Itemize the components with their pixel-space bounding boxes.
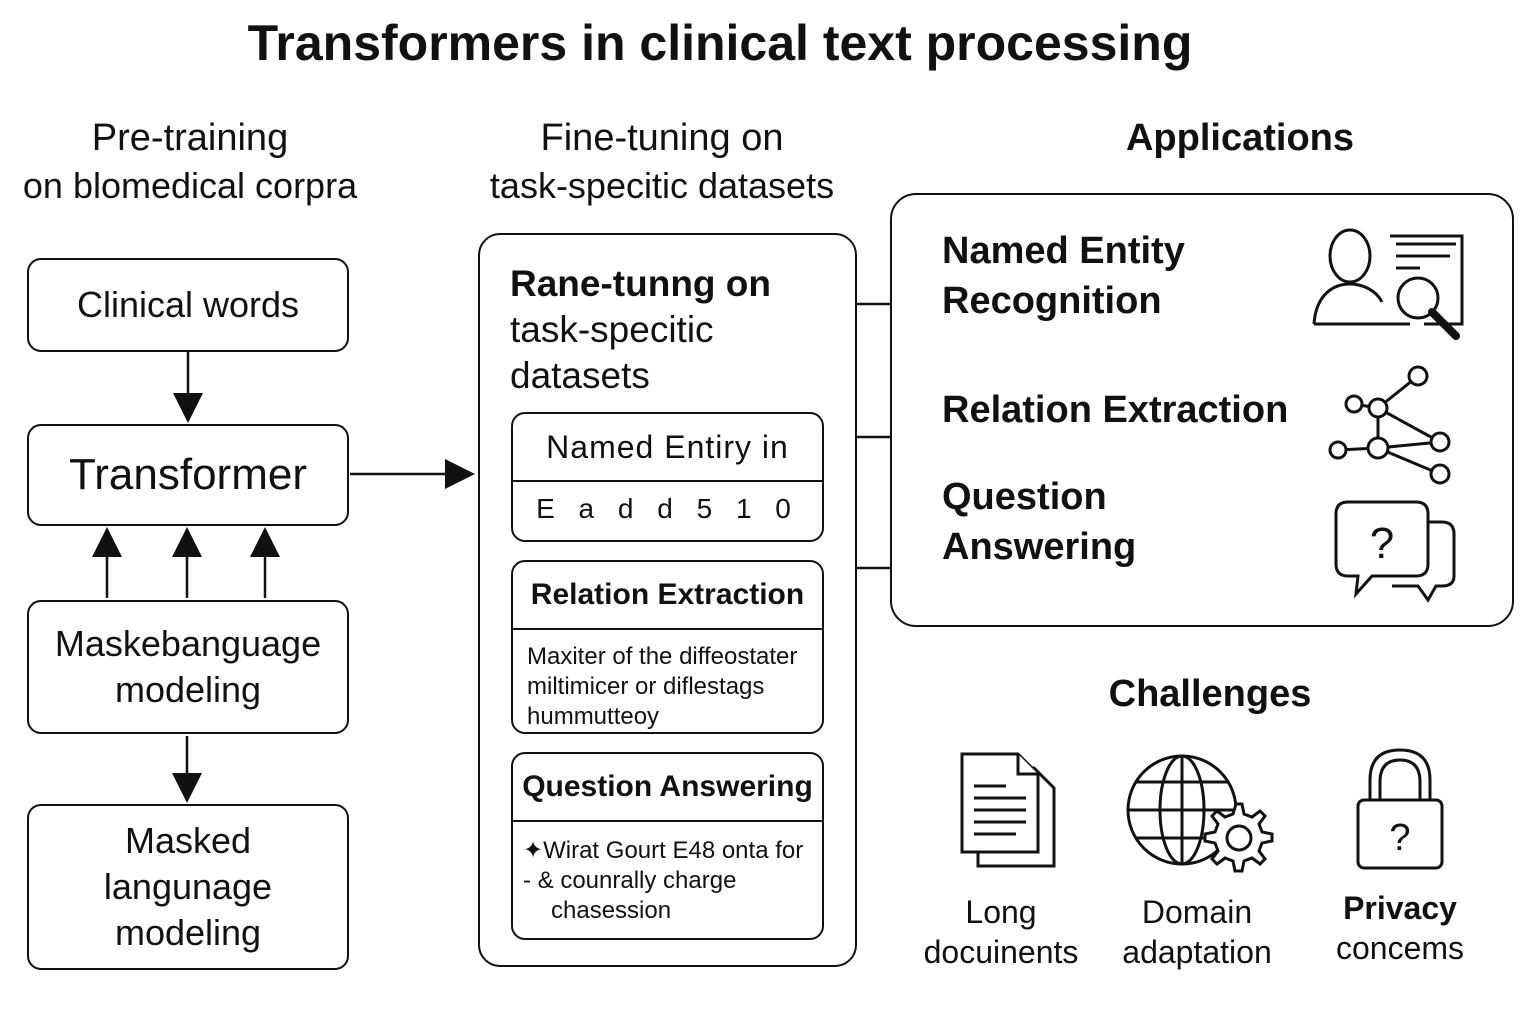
- app-re-line-1: Relation Extraction: [942, 389, 1289, 431]
- finetuning-subheading: task-specitic datasets: [489, 165, 835, 206]
- task-card-re-line-1: Maxiter of the diffeostater: [527, 643, 798, 670]
- task-card-ner-header: Named Entiry in: [513, 414, 822, 482]
- transformer-box: Transformer: [27, 424, 349, 526]
- challenge-1-line-1: Long: [965, 894, 1037, 930]
- task-card-re-header: Relation Extraction: [513, 562, 822, 630]
- clinical-words-box: Clinical words: [27, 258, 349, 352]
- masked-lm-line-2: langunage: [103, 866, 273, 907]
- masked-lm-line-3: modeling: [114, 912, 262, 953]
- finetuning-panel-title-1: Rane-tunng on: [510, 263, 772, 304]
- finetuning-panel-title-3: datasets: [510, 355, 650, 396]
- task-card-re-body: Maxiter of the diffeostater miltimicer o…: [513, 630, 822, 732]
- transformer-label: Transformer: [69, 450, 307, 499]
- speech-bubble-question-icon: ?: [1334, 500, 1456, 603]
- app-ner-line-2: Recognition: [942, 280, 1162, 322]
- task-card-qa-header: Question Answering: [513, 754, 822, 822]
- network-graph-icon: [1328, 365, 1451, 485]
- finetuning-panel-title-2: task-specitic: [510, 309, 714, 350]
- masked-lm-line-1: Masked: [124, 820, 252, 861]
- task-card-qa-line-2: - & counrally charge: [523, 867, 737, 894]
- masked-lm-box: Masked langunage modeling: [27, 804, 349, 970]
- task-card-ner: Named Entiry in E a d d 5 1 0: [511, 412, 824, 542]
- mlm-top-box: Maskebanguage modeling: [27, 600, 349, 734]
- page-title: Transformers in clinical text processing: [247, 15, 1193, 71]
- applications-heading: Applications: [1125, 117, 1355, 159]
- challenge-domain-adaptation-label: Domain adaptation: [1104, 892, 1290, 972]
- person-search-icon: [1312, 228, 1464, 340]
- task-card-ner-body: E a d d 5 1 0: [536, 493, 799, 524]
- challenge-long-documents-label: Long docuinents: [906, 892, 1096, 972]
- task-card-re-line-2: miltimicer or diflestags: [527, 673, 765, 700]
- mlm-top-line-1: Maskebanguage: [54, 623, 322, 664]
- mlm-top-line-2: modeling: [114, 669, 262, 710]
- app-qa-label: Question Answering: [942, 472, 1136, 572]
- challenge-2-line-1: Domain: [1141, 894, 1253, 930]
- challenge-3-line-2: concems: [1335, 930, 1465, 966]
- challenge-1-line-2: docuinents: [923, 934, 1079, 970]
- task-card-re: Relation Extraction Maxiter of the diffe…: [511, 560, 824, 734]
- challenge-3-line-1: Privacy: [1343, 890, 1457, 926]
- pretraining-subheading: on blomedical corpra: [22, 165, 358, 206]
- padlock-question-icon: ?: [1356, 748, 1444, 870]
- clinical-words-label: Clinical words: [76, 284, 300, 325]
- pretraining-heading-text: Pre-training: [91, 117, 289, 159]
- app-qa-line-1: Question: [942, 476, 1107, 518]
- app-ner-label: Named Entity Recognition: [942, 226, 1185, 326]
- applications-panel: [890, 193, 1514, 627]
- document-icon: [960, 752, 1056, 868]
- app-ner-line-1: Named Entity: [942, 230, 1185, 272]
- challenge-2-line-2: adaptation: [1122, 934, 1272, 970]
- app-qa-line-2: Answering: [942, 526, 1137, 568]
- finetuning-panel: Rane-tunng on task-specitic datasets: [478, 233, 857, 967]
- svg-text:?: ?: [1370, 519, 1394, 568]
- task-card-qa: Question Answering ✦Wirat Gourt E48 onta…: [511, 752, 824, 940]
- svg-text:?: ?: [1389, 817, 1410, 859]
- app-re-label: Relation Extraction: [942, 385, 1288, 435]
- task-card-qa-line-3: chasession: [551, 897, 672, 924]
- task-card-qa-body: ✦Wirat Gourt E48 onta for - & counrally …: [513, 822, 822, 936]
- task-card-re-line-3: hummutteoy: [527, 703, 660, 730]
- finetuning-panel-title: Rane-tunng on task-specitic datasets: [510, 261, 771, 399]
- task-card-qa-line-1: ✦Wirat Gourt E48 onta for: [523, 837, 804, 864]
- pretraining-heading: Pre-training on blomedical corpra: [0, 114, 380, 210]
- challenge-privacy-label: Privacy concems: [1310, 888, 1490, 968]
- globe-gear-icon: [1126, 754, 1274, 873]
- finetuning-heading: Fine-tuning on task-specitic datasets: [462, 114, 862, 210]
- challenges-heading: Challenges: [1108, 673, 1312, 715]
- finetuning-heading-text: Fine-tuning on: [540, 117, 784, 159]
